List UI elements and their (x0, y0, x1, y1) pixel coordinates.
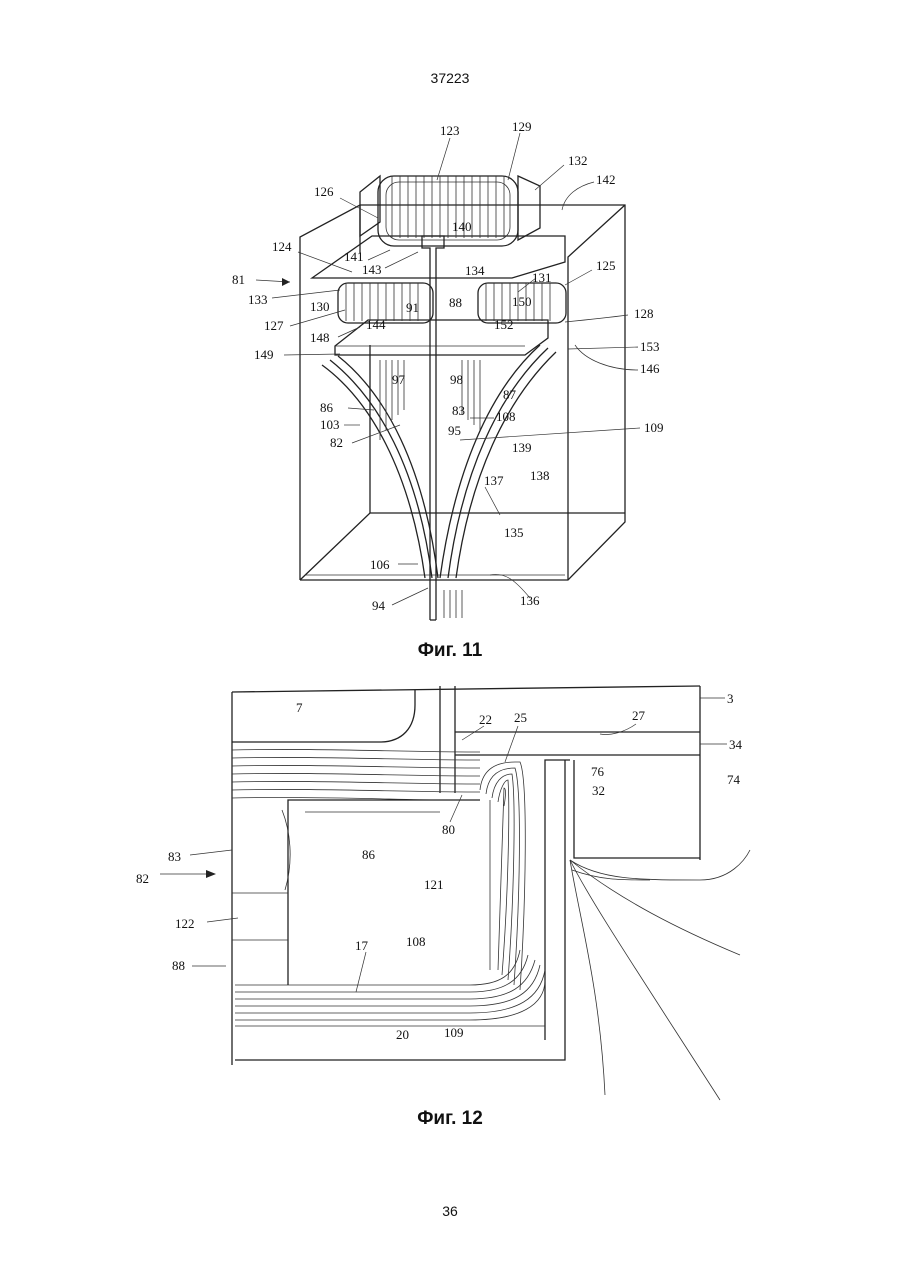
label-121: 121 (424, 877, 444, 892)
label-22: 22 (479, 712, 492, 727)
label-109: 109 (444, 1025, 464, 1040)
label-122: 122 (175, 916, 195, 931)
label-76: 76 (591, 764, 605, 779)
label-3: 3 (727, 691, 734, 706)
label-83: 83 (168, 849, 181, 864)
label-34: 34 (729, 737, 743, 752)
label-32: 32 (592, 783, 605, 798)
page-footer-number: 36 (0, 1203, 900, 1219)
label-27: 27 (632, 708, 646, 723)
label-20: 20 (396, 1027, 409, 1042)
label-88: 88 (172, 958, 185, 973)
label-17: 17 (355, 938, 369, 953)
label-86: 86 (362, 847, 376, 862)
figure-12-caption: Фиг. 12 (0, 1108, 900, 1130)
label-82: 82 (136, 871, 149, 886)
label-25: 25 (514, 710, 527, 725)
label-7: 7 (296, 700, 303, 715)
label-74: 74 (727, 772, 741, 787)
label-108: 108 (406, 934, 426, 949)
label-80: 80 (442, 822, 455, 837)
